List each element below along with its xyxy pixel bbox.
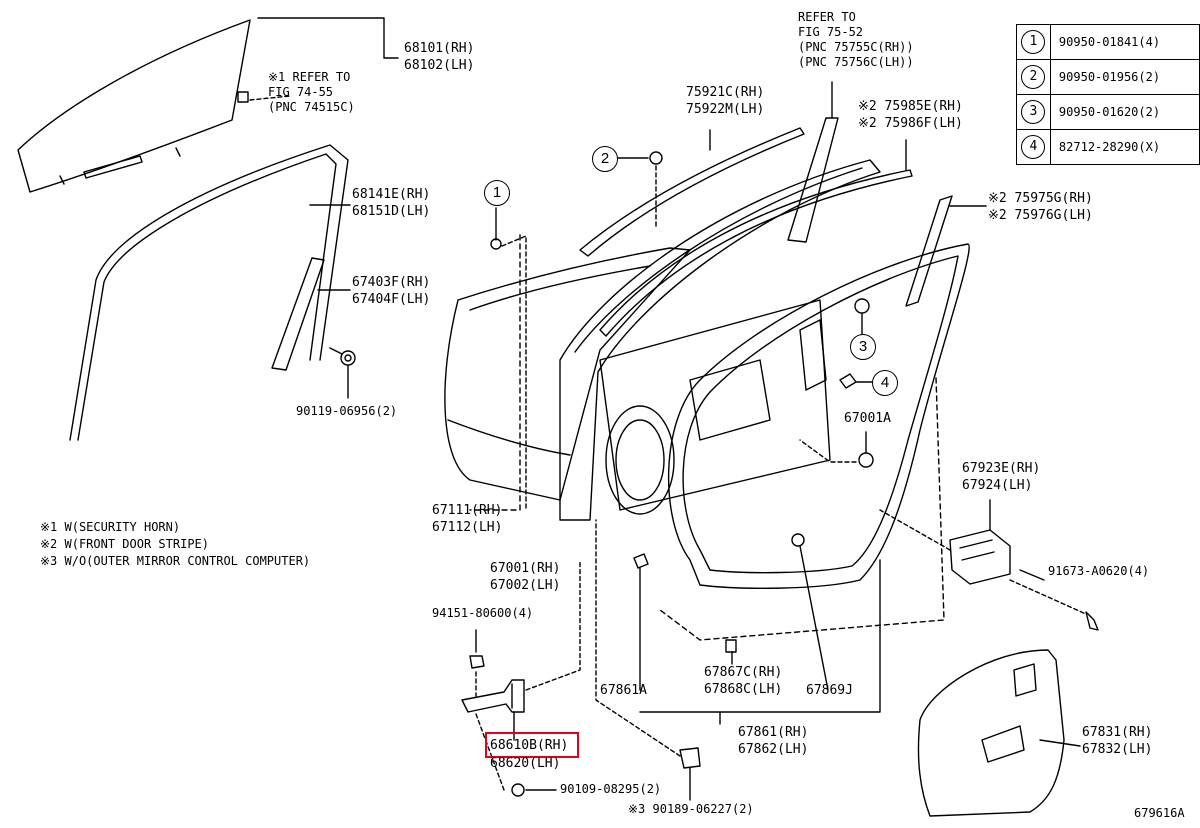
legend-row[interactable]: 2 90950-01956(2) [1016,59,1200,95]
label-75985[interactable]: ※2 75985E(RH) ※2 75986F(LH) [858,99,963,131]
service-hole-cover [917,649,1065,817]
legend-part[interactable]: 90950-01620(2) [1049,94,1200,130]
label-67001[interactable]: 67001(RH) 67002(LH) [490,561,561,593]
label-ref-74-55[interactable]: ※1 REFER TO FIG 74-55 (PNC 74515C) [268,70,355,114]
leader-67831 [1039,739,1081,747]
door-glass [17,19,251,193]
label-91673[interactable]: 91673-A0620(4) [1048,564,1150,578]
label-67869j[interactable]: 67869J [806,683,853,698]
dash-outer-panel [469,234,521,511]
label-90119[interactable]: 90119-06956(2) [296,404,398,418]
clip-90189 [679,747,701,769]
legend-row[interactable]: 4 82712-28290(X) [1016,129,1200,165]
legend-part[interactable]: 90950-01841(4) [1049,24,1200,60]
frame-cover [787,117,839,243]
label-67923[interactable]: 67923E(RH) 67924(LH) [962,461,1041,493]
label-90189[interactable]: ※3 90189-06227(2) [628,802,754,816]
label-67403[interactable]: 67403F(RH) 67404F(LH) [352,275,431,307]
leader-91673 [1019,569,1045,581]
label-75921[interactable]: 75921C(RH) 75922M(LH) [686,85,765,117]
callout-1: 1 [484,180,510,206]
legend-part[interactable]: 90950-01956(2) [1049,59,1200,95]
label-68620[interactable]: 68620(LH) [490,756,561,771]
dash-67001a [799,439,857,463]
selected-part-highlight [485,732,579,758]
callout-4: 4 [872,370,898,396]
label-68101[interactable]: 68101(RH) 68102(LH) [404,41,475,73]
bracket-67861 [639,559,881,725]
dash-67923 [879,509,951,551]
leader-ref-74-55 [249,95,291,101]
note-1: ※1 W(SECURITY HORN) [40,520,181,534]
dash-90109 [475,713,505,791]
legend-row[interactable]: 1 90950-01841(4) [1016,24,1200,60]
inner-door-frame [559,159,881,521]
callout-3: 3 [850,334,876,360]
bolt-90119 [329,347,356,366]
dash-weatherstrip [659,377,945,641]
callout-2: 2 [592,146,618,172]
bolt-90109 [511,783,525,797]
label-67861[interactable]: 67861(RH) 67862(LH) [738,725,809,757]
label-68141[interactable]: 68141E(RH) 68151D(LH) [352,187,431,219]
label-67831[interactable]: 67831(RH) 67832(LH) [1082,725,1153,757]
legend-row[interactable]: 3 90950-01620(2) [1016,94,1200,130]
label-ref-75-52[interactable]: REFER TO FIG 75-52 (PNC 75755C(RH)) (PNC… [798,10,914,69]
note-2: ※2 W(FRONT DOOR STRIPE) [40,537,209,551]
legend-num: 2 [1021,65,1046,89]
weatherstrip [667,243,970,589]
label-67861a[interactable]: 67861A [600,683,647,698]
division-bar [271,257,325,371]
legend-num: 4 [1021,135,1046,159]
note-3: ※3 W/O(OUTER MIRROR CONTROL COMPUTER) [40,554,311,568]
door-stripe [599,169,913,337]
clip-2 [649,151,663,165]
label-90109[interactable]: 90109-08295(2) [560,782,662,796]
door-hinge [461,679,525,713]
nut-67001a [858,452,874,468]
label-67111[interactable]: 67111(RH) 67112(LH) [432,503,503,535]
clip-67869j [791,533,805,547]
upper-moulding [579,127,805,257]
nut-94151 [469,655,485,669]
dash-hinge [525,559,581,691]
glass-run-channel [69,144,349,441]
label-67867[interactable]: 67867C(RH) 67868C(LH) [704,665,783,697]
legend-num: 1 [1021,30,1046,54]
bolt-91673 [1085,611,1099,631]
dash-clip-1 [501,235,527,511]
rear-stripe [905,195,953,307]
clip-67861a [633,553,649,569]
check-bracket [949,529,1011,585]
label-68610[interactable]: 68610B(RH) [490,738,569,753]
clip-3 [854,298,870,314]
fastener-legend: 1 90950-01841(4) 2 90950-01956(2) 3 9095… [1016,24,1200,165]
legend-num: 3 [1021,100,1046,124]
legend-part[interactable]: 82712-28290(X) [1049,129,1200,165]
label-67001a[interactable]: 67001A [844,411,891,426]
clip-67867 [725,639,737,653]
clip-4 [839,373,857,389]
dash-91673 [1009,579,1087,615]
leader-68101 [257,17,399,59]
outer-door-panel [444,247,691,501]
figure-id: 679616A [1134,806,1185,820]
label-94151[interactable]: 94151-80600(4) [432,606,534,620]
dash-90189 [595,519,681,757]
label-75975[interactable]: ※2 75975G(RH) ※2 75976G(LH) [988,191,1093,223]
leader-67869j [799,545,829,691]
